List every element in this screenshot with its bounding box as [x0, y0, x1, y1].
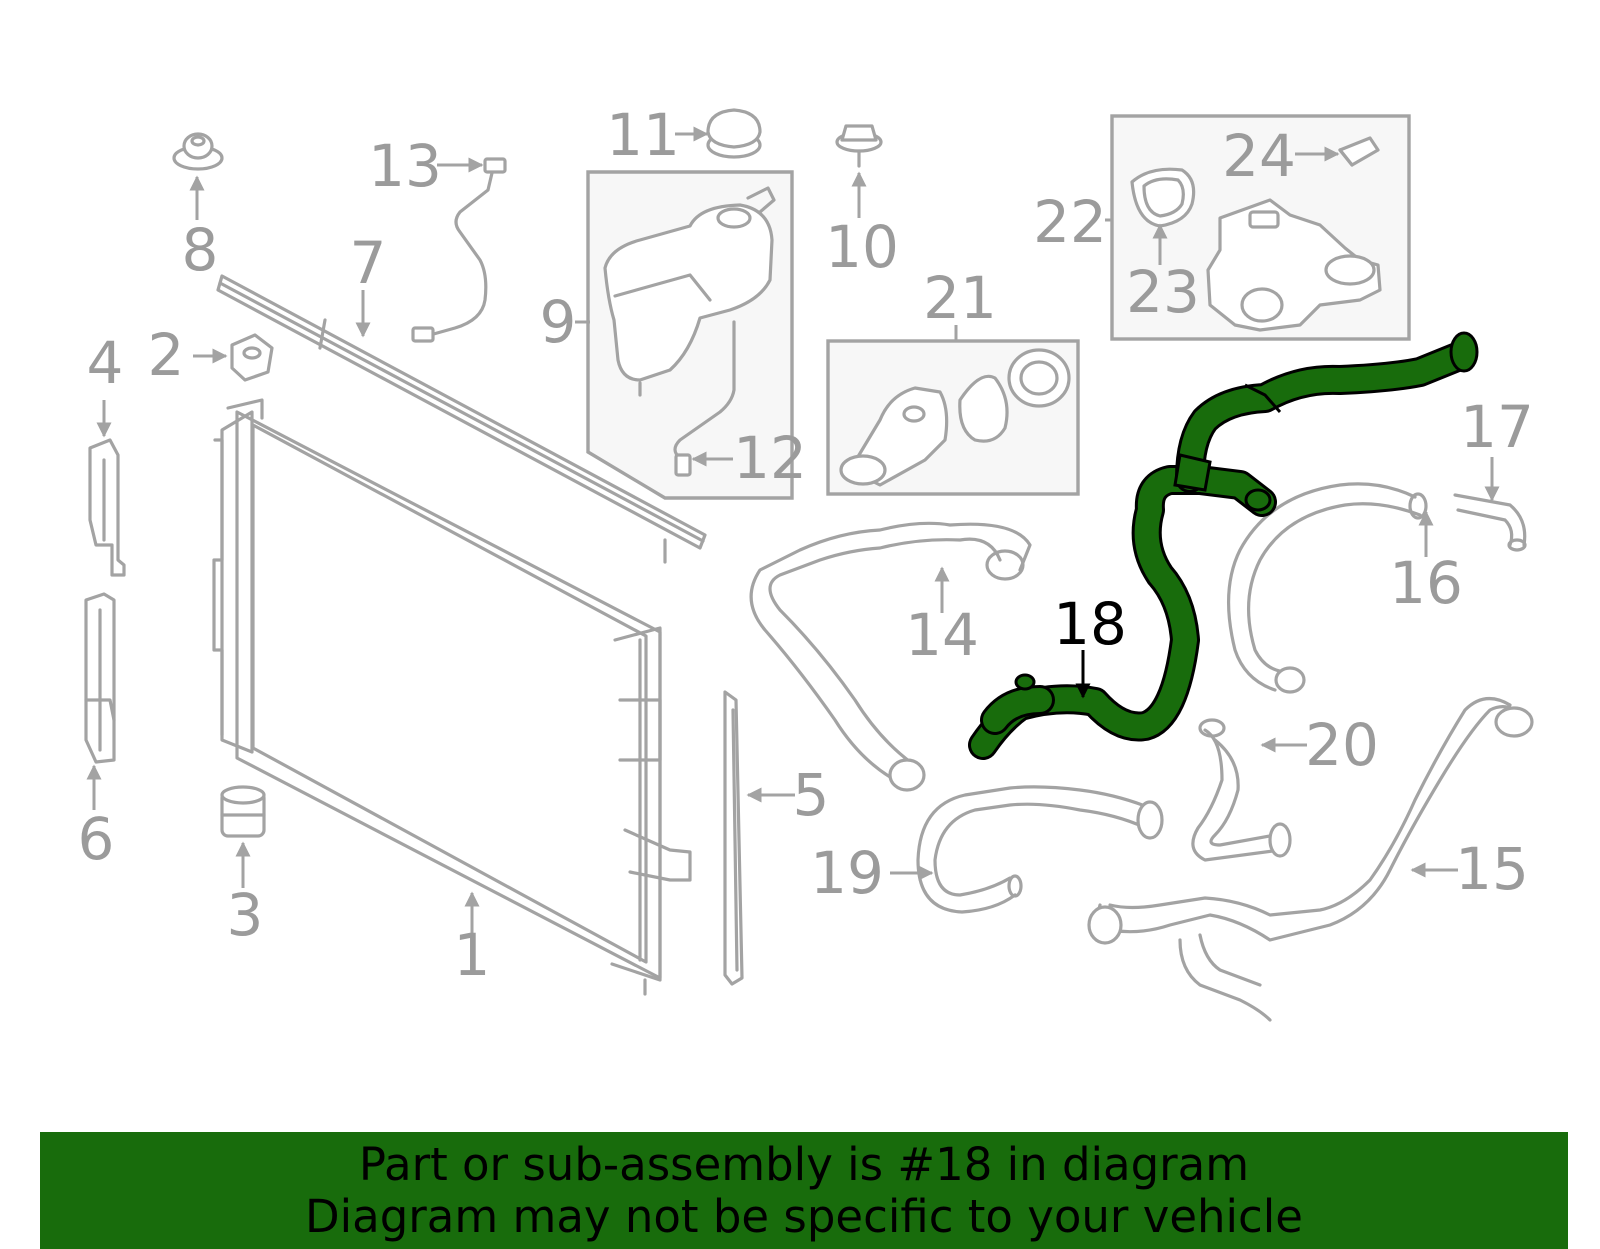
callout-20: 20 [1305, 711, 1379, 779]
part-24-sensor [1338, 136, 1380, 167]
part-19-hose [916, 785, 1164, 914]
part-13-sensor [411, 157, 507, 343]
banner-part-text: Part or sub-assembly is #18 in diagram [358, 1137, 1250, 1191]
callout-15: 15 [1455, 835, 1529, 903]
callout-23: 23 [1126, 258, 1200, 326]
callout-11: 11 [606, 101, 680, 169]
part-22-housing [1206, 198, 1382, 332]
part-20-hose [1191, 718, 1292, 862]
callout-16: 16 [1389, 549, 1463, 617]
callout-24: 24 [1222, 122, 1296, 190]
callout-3: 3 [227, 881, 264, 949]
part-16-hose [1226, 482, 1428, 694]
part-6-air-guide [84, 592, 116, 764]
callout-4: 4 [87, 329, 124, 397]
part-8-push-clip [172, 132, 224, 171]
banner-disclaimer-text: Diagram may not be specific to your vehi… [305, 1189, 1303, 1243]
part-5-seal [723, 690, 744, 986]
callout-9: 9 [540, 288, 577, 356]
callout-5: 5 [793, 761, 830, 829]
callout-14: 14 [905, 601, 979, 669]
part-1-radiator [212, 398, 692, 996]
part-9-expansion-tank [603, 186, 776, 397]
callout-19: 19 [810, 839, 884, 907]
callout-6: 6 [78, 805, 115, 873]
info-banner: Part or sub-assembly is #18 in diagram D… [40, 1132, 1568, 1249]
part-21-thermostat [839, 348, 1071, 487]
part-12-level-sensor [673, 320, 736, 477]
part-3-mount [220, 785, 266, 838]
part-15-hose-assembly [1087, 697, 1534, 1022]
part-17-hose [1453, 493, 1527, 552]
part-7-crossmember [216, 274, 707, 564]
callout-12: 12 [733, 424, 807, 492]
callout-18: 18 [1053, 590, 1127, 658]
part-18-coolant-hose [968, 331, 1479, 760]
part-14-hose [749, 521, 1032, 792]
part-4-air-guide [88, 438, 126, 577]
callout-1: 1 [454, 921, 491, 989]
part-11-cap [706, 108, 762, 159]
callout-10: 10 [825, 213, 899, 281]
callout-labels: 1 2 3 4 5 6 7 8 9 10 11 12 13 14 15 16 1… [78, 101, 1534, 989]
callout-8: 8 [182, 216, 219, 284]
leader-lines [86, 126, 1500, 940]
callout-21: 21 [923, 264, 997, 332]
callout-22: 22 [1033, 188, 1107, 256]
callout-2: 2 [148, 321, 185, 389]
callout-17: 17 [1460, 393, 1534, 461]
part-23-gasket [1130, 167, 1196, 228]
part-10-bolt [835, 124, 883, 168]
part-2-clip [230, 333, 274, 382]
callout-13: 13 [368, 132, 442, 200]
callout-7: 7 [350, 229, 387, 297]
